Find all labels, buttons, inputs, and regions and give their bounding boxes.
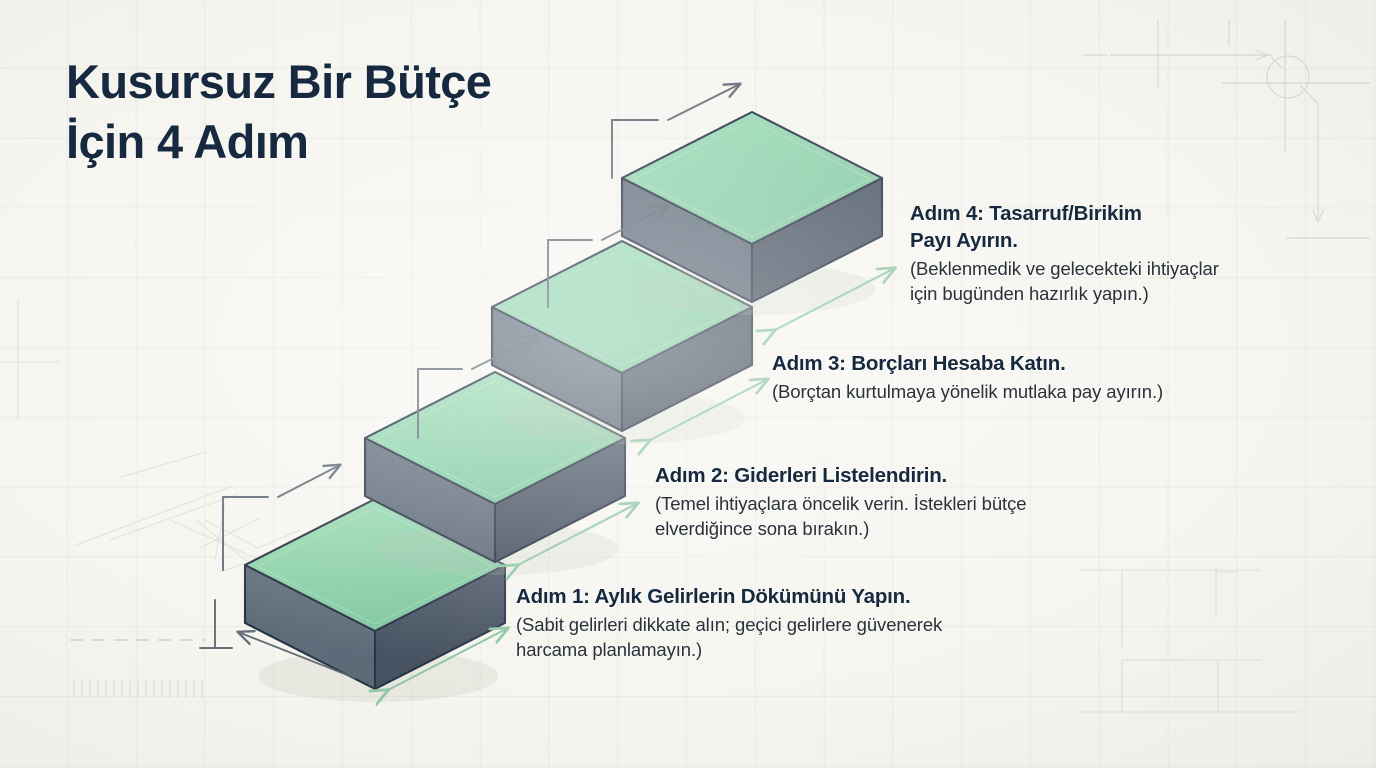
step-caption-4: Adım 4: Tasarruf/Birikim Payı Ayırın. (B…: [910, 200, 1290, 306]
step-caption-3: Adım 3: Borçları Hesaba Katın. (Borçtan …: [772, 350, 1242, 405]
step-block-2: [363, 370, 627, 575]
step-4-heading-line-2: Payı Ayırın.: [910, 229, 1018, 253]
step-1-heading: Adım 1: Aylık Gelirlerin Dökümünü Yapın.: [516, 585, 911, 608]
step-caption-1: Adım 1: Aylık Gelirlerin Dökümünü Yapın.…: [516, 583, 1016, 662]
step-block-3: [490, 239, 754, 444]
step-1-subtext-line-2: harcama planlamayın.): [516, 638, 703, 660]
step-2-subtext-line-2: elverdiğince sona bırakın.): [655, 517, 870, 539]
page-title-line-1: Kusursuz Bir Bütçe: [66, 55, 492, 108]
step-block-1: [243, 497, 507, 702]
step-2-subtext: (Temel ihtiyaçlara öncelik verin. İstekl…: [655, 492, 1095, 541]
step-2-heading: Adım 2: Giderleri Listelendirin.: [655, 464, 948, 487]
step-3-subtext: (Borçtan kurtulmaya yönelik mutlaka pay …: [772, 381, 1164, 403]
step-4-subtext-line-2: için bugünden hazırlık yapın.): [910, 282, 1149, 304]
step-4-subtext-line-1: (Beklenmedik ve gelecekteki ihtiyaçlar: [910, 258, 1219, 280]
step-4-subtext: (Beklenmedik ve gelecekteki ihtiyaçlar i…: [910, 257, 1290, 306]
step-4-heading: Adım 4: Tasarruf/Birikim Payı Ayırın.: [910, 200, 1290, 254]
step-4-heading-line-1: Adım 4: Tasarruf/Birikim: [910, 202, 1142, 225]
step-2-subtext-line-1: (Temel ihtiyaçlara öncelik verin. İstekl…: [655, 493, 1027, 515]
step-block-4: [620, 110, 884, 315]
step-1-subtext: (Sabit gelirleri dikkate alın; geçici ge…: [516, 613, 1016, 662]
page-title-line-2: İçin 4 Adım: [66, 115, 309, 169]
step-caption-2: Adım 2: Giderleri Listelendirin. (Temel …: [655, 462, 1095, 541]
page-title: Kusursuz Bir Bütçe İçin 4 Adım: [66, 52, 626, 172]
step-1-subtext-line-1: (Sabit gelirleri dikkate alın; geçici ge…: [516, 614, 943, 636]
step-3-heading: Adım 3: Borçları Hesaba Katın.: [772, 352, 1066, 375]
